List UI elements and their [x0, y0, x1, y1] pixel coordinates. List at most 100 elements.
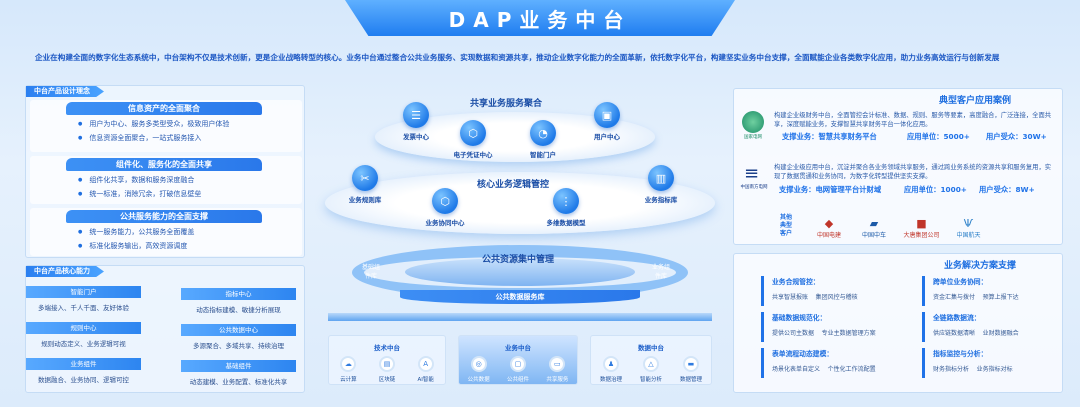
- blockchain-icon: ▤: [379, 356, 396, 372]
- csg-logo: ≡: [744, 163, 760, 184]
- card-title: 组件化、服务化的全面共享: [66, 158, 262, 171]
- solution-title: 跨单位业务协同：: [933, 278, 988, 286]
- platform-title: 业务中台: [505, 344, 531, 352]
- layer2-title: 核心业务逻辑管控: [477, 180, 550, 190]
- ring-left-label: 基础组件库: [361, 264, 380, 280]
- solution-desc: 提供公司主数据 专业主数据管理方案: [772, 330, 876, 337]
- label: 用户受众：: [986, 132, 1023, 141]
- solution-item: 表单流程动态建模：场景化表单自定义 个性化工作流配置: [761, 348, 876, 378]
- client-logo: Ѱ 中国航天: [946, 217, 991, 239]
- label: 应用单位：: [907, 132, 944, 141]
- item-label: 数据管理: [679, 377, 702, 383]
- collab-icon: ⬡: [432, 188, 458, 214]
- voucher-icon: ⬡: [460, 120, 486, 146]
- value: 智慧共享财务平台: [818, 132, 877, 141]
- cloud-icon: ☁: [340, 356, 357, 372]
- bullet: 组件化共享，数据和服务深度融合: [78, 175, 302, 185]
- solution-item: 全链路数据流： 供应链数据清晰 业财数据融合: [922, 312, 1019, 342]
- case-users: 用户受众：30W+: [986, 132, 1047, 142]
- csg-logo-text: 中国南方电网: [740, 185, 768, 190]
- value: 30W+: [1022, 132, 1047, 141]
- node-label: 业务规则库: [348, 196, 382, 204]
- item-label: 共享服务: [546, 377, 569, 383]
- case-biz: 支撑业务：电网管理平台计财域: [779, 185, 881, 195]
- capability-desc: 多端接入、千人千面、友好体验: [38, 304, 129, 312]
- item-label: 区块链: [378, 377, 396, 383]
- layer3-core: [405, 258, 635, 286]
- client-logo-icon: ▰: [869, 217, 879, 230]
- client-logo-icon: ■: [916, 217, 927, 230]
- solutions-title: 业务解决方案支撑: [944, 261, 1017, 271]
- bullet: 统一标准，消除冗余，打破信息壁垒: [78, 189, 302, 199]
- design-card: 公共服务能力的全面支撑 统一服务能力，公共服务全面覆盖 标准化服务输出，高效资源…: [30, 208, 302, 256]
- item-label: AI智能: [417, 377, 434, 383]
- cases-title: 典型客户应用案例: [939, 96, 1012, 106]
- solution-title: 基础数据规范化：: [772, 314, 827, 322]
- node-label: 发票中心: [403, 133, 429, 141]
- rules-icon: ✂: [352, 165, 378, 191]
- cases-panel: 典型客户应用案例 国家电网 构建企业级财务中台，全面管控会计标准、数据、规则、服…: [733, 88, 1063, 245]
- node-label: 电子凭证中心: [453, 151, 493, 159]
- ring-right-label: 业务组件库: [651, 264, 670, 280]
- solution-title: 全链路数据流：: [933, 314, 981, 322]
- node-label: 业务协同中心: [425, 219, 465, 227]
- client-logo: ■大唐集团公司: [899, 217, 944, 239]
- capability-desc: 动态建模、业务配置、标准化共享: [189, 378, 288, 386]
- item-label: 智能分析: [639, 377, 662, 383]
- ai-icon: A: [417, 356, 434, 372]
- data-service-base: 公共数据服务库: [400, 290, 640, 304]
- capability-desc: 动态指标建模、敏捷分析展现: [196, 306, 281, 314]
- governance-icon: ♟: [602, 356, 619, 372]
- others-label: 其他典型客户: [780, 214, 793, 237]
- analysis-icon: △: [642, 356, 659, 372]
- user-center-icon: ▣: [594, 102, 620, 128]
- solution-item: 跨单位业务协同： 资金汇集与拨付 预算上报下达: [922, 276, 1019, 306]
- solution-desc: 财务指标分析 业务指标对标: [933, 366, 1013, 373]
- solution-title: 指标监控与分析：: [933, 350, 988, 358]
- card-title: 公共服务能力的全面支撑: [66, 210, 262, 223]
- value: 5000+: [943, 132, 970, 141]
- card-title: 信息资产的全面聚合: [66, 102, 262, 115]
- intro-text: 企业在构建全面的数字化生态系统中，中台架构不仅是技术创新，更是企业战略转型的核心…: [35, 53, 1000, 62]
- node-label: 智能门户: [530, 151, 556, 159]
- bullet: 统一服务能力，公共服务全面覆盖: [78, 227, 302, 237]
- sgcc-logo: [742, 111, 764, 133]
- capability-title: 公共数据中心: [181, 324, 296, 336]
- design-panel: 中台产品设计理念 信息资产的全面聚合 用户为中心、服务多类型受众，极致用户体验 …: [25, 85, 305, 258]
- solutions-panel: 业务解决方案支撑 业务合规管控：共享智慧报账 集团风控与稽核 跨单位业务协同： 资…: [733, 253, 1063, 393]
- node-label: 业务指标库: [644, 196, 678, 204]
- client-name: 中国航天: [956, 232, 981, 239]
- solution-title: 表单流程动态建模：: [772, 350, 834, 358]
- client-name: 中国中车: [861, 232, 886, 239]
- page-title: DAP业务中台: [345, 0, 735, 36]
- public-data-icon: ◎: [470, 356, 487, 372]
- client-logo: ◆中国电建: [809, 217, 849, 239]
- label: 支撑业务：: [779, 185, 816, 194]
- capability-desc: 数据融合、业务协同、逻辑可控: [38, 376, 129, 384]
- item-label: 数据治理: [599, 377, 622, 383]
- capability-title: 业务组件: [26, 358, 141, 370]
- solution-desc: 供应链数据清晰 业财数据融合: [933, 330, 1019, 337]
- node-label: 多维数据模型: [546, 219, 586, 227]
- design-card: 信息资产的全面聚合 用户为中心、服务多类型受众，极致用户体验 信息资源全面聚合，…: [30, 100, 302, 152]
- solution-item: 业务合规管控：共享智慧报账 集团风控与稽核: [761, 276, 858, 306]
- solution-desc: 资金汇集与拨付 预算上报下达: [933, 294, 1019, 301]
- solution-item: 指标监控与分析： 财务指标分析 业务指标对标: [922, 348, 1013, 378]
- design-card: 组件化、服务化的全面共享 组件化共享，数据和服务深度融合 统一标准，消除冗余，打…: [30, 156, 302, 204]
- capability-title: 智能门户: [26, 286, 141, 298]
- label: 支撑业务：: [782, 132, 819, 141]
- value: 电网管理平台计财域: [815, 185, 882, 194]
- case-desc: 构建企业级应用中台，沉淀并聚合各业务领域共享服务，通过跨业务系统的资源共享和服务…: [774, 164, 1052, 180]
- capability-title: 规则中心: [26, 322, 141, 334]
- case-biz: 支撑业务：智慧共享财务平台: [782, 132, 877, 142]
- client-logo-icon: ◆: [824, 217, 834, 230]
- value: 1000+: [940, 185, 967, 194]
- item-label: 云计算: [340, 377, 357, 383]
- solution-item: 基础数据规范化： 提供公司主数据 专业主数据管理方案: [761, 312, 876, 342]
- label: 用户受众：: [979, 185, 1016, 194]
- capabilities-panel: 中台产品核心能力 智能门户多端接入、千人千面、友好体验 指标中心动态指标建模、敏…: [25, 265, 305, 393]
- metrics-icon: ▥: [648, 165, 674, 191]
- model-icon: ⋮: [553, 188, 579, 214]
- client-logo-icon: Ѱ: [963, 217, 974, 230]
